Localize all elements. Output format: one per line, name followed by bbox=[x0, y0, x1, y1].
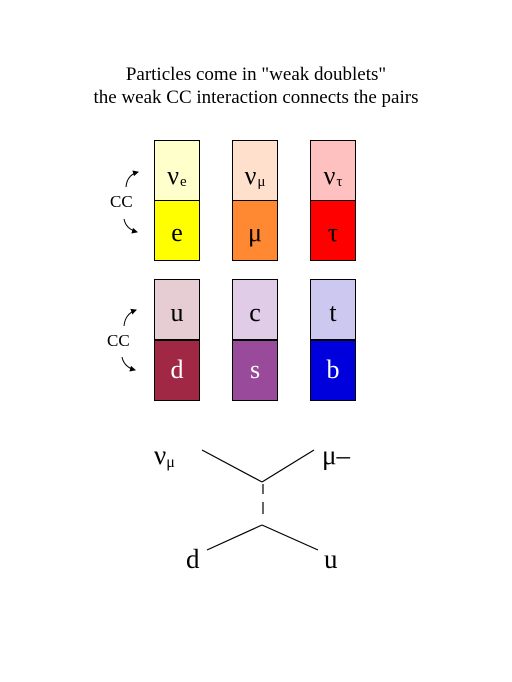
nu-symbol: ν bbox=[167, 161, 180, 190]
cc-arrow-up-icon bbox=[125, 170, 139, 188]
feynman-label-d: d bbox=[186, 544, 200, 574]
lepton-cell-nu-mu: νμ bbox=[232, 140, 278, 201]
nu-symbol: ν bbox=[154, 440, 167, 470]
title-line-1: Particles come in "weak doublets" bbox=[125, 64, 387, 85]
lepton-symbol: νe bbox=[167, 161, 186, 191]
quark-cell-c: c bbox=[232, 279, 278, 340]
feynman-line-nu bbox=[201, 449, 263, 483]
lepton-cell-mu: μ bbox=[232, 200, 278, 261]
cc-arrow-up-icon bbox=[123, 308, 137, 327]
lepton-symbol: μ bbox=[248, 218, 262, 247]
nu-subscript: μ bbox=[257, 174, 266, 190]
quark-cell-u: u bbox=[154, 279, 200, 340]
nu-subscript: e bbox=[180, 174, 187, 190]
quark-symbol: u bbox=[170, 298, 184, 327]
nu-subscript: μ bbox=[166, 454, 175, 471]
nu-symbol: ν bbox=[323, 161, 336, 190]
quark-symbol: b bbox=[326, 355, 340, 384]
lepton-cell-tau: τ bbox=[310, 200, 356, 261]
quark-symbol: t bbox=[329, 298, 337, 327]
lepton-symbol: e bbox=[171, 218, 183, 247]
lepton-symbol: ντ bbox=[324, 161, 343, 191]
quark-cell-d: d bbox=[154, 340, 200, 401]
quark-cell-t: t bbox=[310, 279, 356, 340]
cc-arrow-down-icon bbox=[123, 218, 138, 234]
feynman-label-mu-minus: μ– bbox=[322, 440, 350, 470]
lepton-cell-nu-e: νe bbox=[154, 140, 200, 201]
lepton-symbol: τ bbox=[327, 218, 339, 247]
feynman-line-mu bbox=[261, 449, 315, 483]
title-line-2: the weak CC interaction connects the pai… bbox=[93, 87, 419, 108]
lepton-cell-e: e bbox=[154, 200, 200, 261]
lepton-cell-nu-tau: ντ bbox=[310, 140, 356, 201]
lepton-symbol: νμ bbox=[245, 161, 266, 191]
feynman-label-nu-mu: νμ bbox=[154, 440, 175, 472]
cc-label-quarks: CC bbox=[107, 331, 130, 350]
nu-subscript: τ bbox=[336, 174, 343, 190]
cc-arrow-down-icon bbox=[121, 356, 136, 372]
feynman-line-d bbox=[206, 524, 263, 551]
feynman-label-u: u bbox=[324, 544, 338, 574]
feynman-line-u bbox=[261, 524, 319, 551]
quark-symbol: s bbox=[249, 355, 261, 384]
nu-symbol: ν bbox=[244, 161, 257, 190]
quark-cell-s: s bbox=[232, 340, 278, 401]
quark-symbol: c bbox=[249, 298, 261, 327]
quark-symbol: d bbox=[170, 355, 184, 384]
cc-label-leptons: CC bbox=[110, 192, 133, 211]
quark-cell-b: b bbox=[310, 340, 356, 401]
